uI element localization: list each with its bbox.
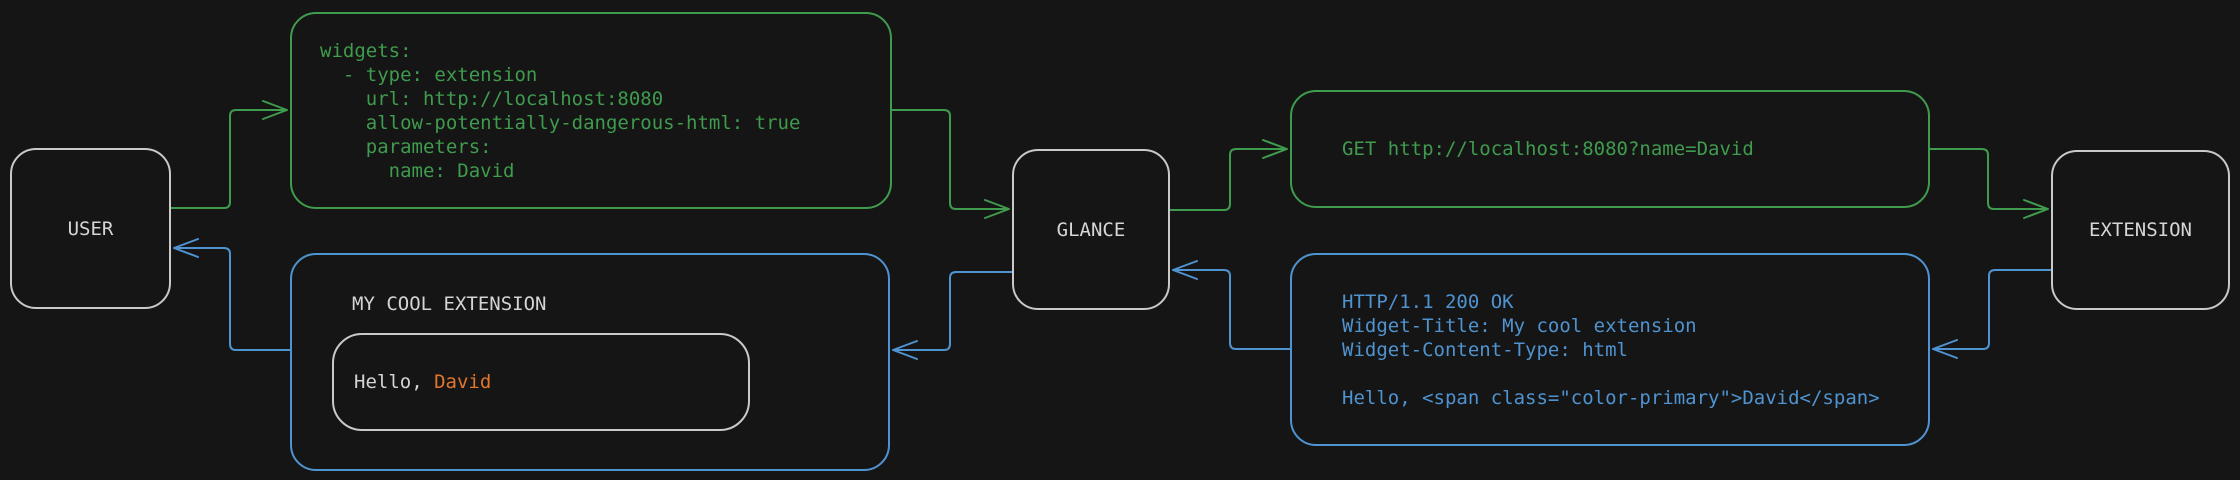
http-response-code: HTTP/1.1 200 OK Widget-Title: My cool ex… <box>1342 290 1880 409</box>
widget-to-user-arrow <box>173 238 291 351</box>
response-to-glance-arrow <box>1172 260 1291 350</box>
user-node: USER <box>10 148 171 309</box>
yaml-config-box: widgets: - type: extension url: http://l… <box>290 12 892 209</box>
greeting-name: David <box>434 371 492 393</box>
user-to-config-arrow <box>170 100 288 209</box>
widget-title: MY COOL EXTENSION <box>352 293 547 315</box>
extension-to-response-arrow <box>1932 269 2052 359</box>
glance-node: GLANCE <box>1012 149 1170 310</box>
glance-to-widget-arrow <box>892 271 1013 360</box>
user-node-label: USER <box>67 217 114 240</box>
extension-node: EXTENSION <box>2051 150 2230 310</box>
http-request-box: GET http://localhost:8080?name=David <box>1290 90 1930 208</box>
extension-node-label: EXTENSION <box>2089 219 2192 241</box>
widget-greeting-box: Hello, David <box>332 333 750 431</box>
request-to-extension-arrow <box>1929 148 2049 219</box>
yaml-config-code: widgets: - type: extension url: http://l… <box>320 39 801 182</box>
glance-to-request-arrow <box>1169 139 1288 211</box>
http-response-box: HTTP/1.1 200 OK Widget-Title: My cool ex… <box>1290 253 1930 446</box>
rendered-widget-box: MY COOL EXTENSION Hello, David <box>290 253 890 471</box>
glance-node-label: GLANCE <box>1056 218 1126 241</box>
http-request-code: GET http://localhost:8080?name=David <box>1342 138 1754 160</box>
config-to-glance-arrow <box>891 109 1010 219</box>
greeting-prefix: Hello, <box>354 371 435 393</box>
